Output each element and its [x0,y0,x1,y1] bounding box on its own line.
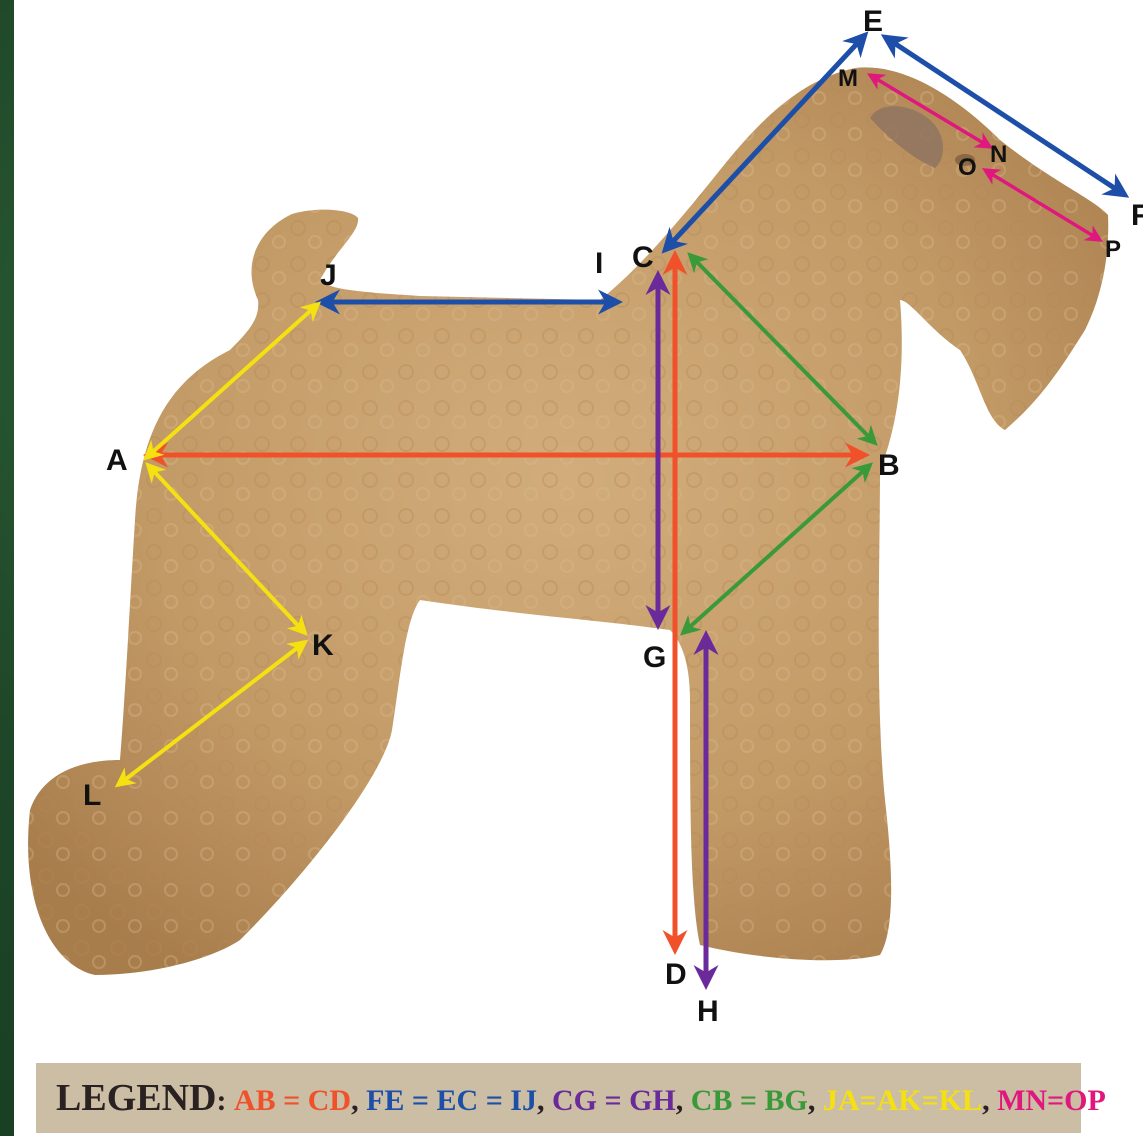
legend-comma: , [537,1084,545,1117]
label-d: D [665,958,687,991]
legend-item-fe-ec-ij: FE = EC = IJ [366,1084,537,1117]
legend-comma: , [351,1084,359,1117]
legend-item-cb-bg: CB = BG [691,1084,808,1117]
legend-item-ja-ak-kl: JA=AK=KL [823,1084,982,1117]
label-j: J [320,259,337,292]
legend-item-mn-op: MN=OP [997,1084,1106,1117]
label-l: L [83,779,101,812]
label-n: N [990,141,1007,168]
label-c: C [632,241,654,274]
label-i: I [595,247,603,280]
dog-fur-texture [28,67,1108,975]
label-h: H [697,995,719,1028]
label-k: K [312,629,334,662]
legend-comma: , [808,1084,816,1117]
label-g: G [643,641,666,674]
legend-bar: LEGEND: AB = CD, FE = EC = IJ, CG = GH, … [36,1063,1081,1133]
label-b: B [878,449,900,482]
label-m: M [838,65,858,92]
legend-title: LEGEND [56,1077,216,1119]
legend-comma: , [982,1084,990,1117]
label-p: P [1105,236,1121,263]
legend-item-cg-gh: CG = GH [552,1084,676,1117]
legend-comma: , [676,1084,684,1117]
dog-silhouette [28,67,1108,975]
label-a: A [106,444,128,477]
label-f: F [1131,199,1143,232]
legend-item-ab-cd: AB = CD [234,1084,351,1117]
label-o: O [958,154,977,181]
label-e: E [863,5,883,38]
legend-colon: : [216,1084,226,1117]
